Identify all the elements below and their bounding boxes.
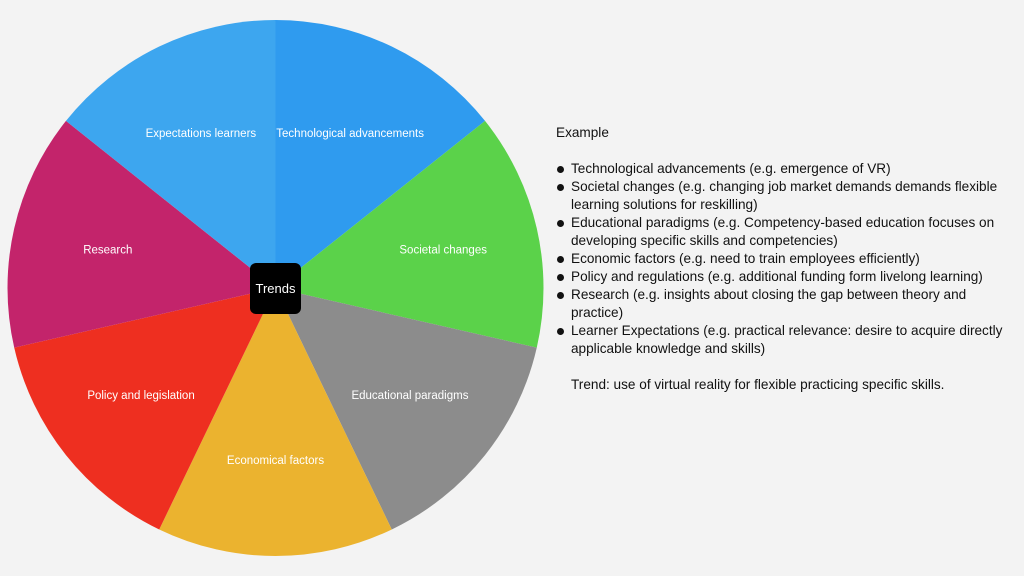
list-item: Economic factors (e.g. need to train emp… (556, 250, 1016, 268)
segment-expectations-learners (65, 20, 276, 288)
list-item-text: Technological advancements (e.g. emergen… (571, 161, 891, 176)
segment-label: Policy and legislation (87, 390, 194, 402)
list-item-text: Policy and regulations (e.g. additional … (571, 269, 983, 284)
segment-economical-factors (159, 288, 392, 556)
bullet-icon (557, 166, 564, 173)
bullet-icon (557, 274, 564, 281)
list-item: Societal changes (e.g. changing job mark… (556, 178, 1016, 214)
wheel-segments (7, 19, 544, 556)
bullet-icon (557, 328, 564, 335)
bullet-icon (557, 292, 564, 299)
bullet-icon (557, 220, 564, 227)
segment-label: Economical factors (227, 455, 324, 467)
list-item-text: Economic factors (e.g. need to train emp… (571, 251, 920, 266)
trend-statement: Trend: use of virtual reality for flexib… (571, 377, 945, 392)
segment-label: Societal changes (399, 245, 487, 257)
list-item: Policy and regulations (e.g. additional … (556, 268, 1016, 286)
example-heading: Example (556, 125, 609, 140)
segment-educational-paradigms (275, 288, 537, 530)
center-box (250, 263, 301, 314)
segment-policy-and-legislation (14, 288, 276, 530)
list-item-text: Societal changes (e.g. changing job mark… (571, 179, 998, 212)
segment-research (7, 120, 276, 348)
center-node: Trends (250, 263, 301, 314)
segment-label: Expectations learners (146, 128, 257, 140)
list-item: Research (e.g. insights about closing th… (556, 286, 1016, 322)
bullet-icon (557, 256, 564, 263)
example-list: Technological advancements (e.g. emergen… (556, 160, 1016, 358)
list-item: Learner Expectations (e.g. practical rel… (556, 322, 1016, 358)
bullet-icon (557, 184, 564, 191)
center-label: Trends (256, 281, 296, 296)
segment-label: Educational paradigms (351, 390, 468, 402)
list-item-text: Educational paradigms (e.g. Competency-b… (571, 215, 995, 248)
list-item: Technological advancements (e.g. emergen… (556, 160, 1016, 178)
segment-societal-changes (275, 120, 544, 348)
list-item-text: Research (e.g. insights about closing th… (571, 287, 967, 320)
segment-technological-advancements (275, 19, 486, 288)
example-panel: Example Technological advancements (e.g.… (556, 124, 1016, 394)
list-item: Educational paradigms (e.g. Competency-b… (556, 214, 1016, 250)
segment-label: Technological advancements (276, 128, 424, 140)
segment-label: Research (83, 245, 132, 257)
list-item-text: Learner Expectations (e.g. practical rel… (571, 323, 1003, 356)
